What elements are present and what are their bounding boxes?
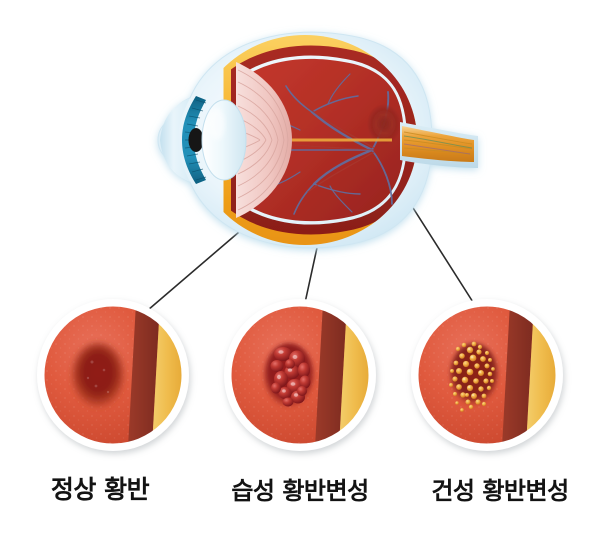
label-dry-amd-text: 건성 황반변성 bbox=[431, 476, 569, 505]
circle-labels-row: 정상 황반 습성 황반변성 건성 황반변성 bbox=[0, 466, 600, 510]
retina bbox=[231, 45, 417, 235]
wet-amd-lesion bbox=[264, 343, 314, 407]
macula-circle-normal bbox=[37, 299, 189, 451]
label-normal-macula-text: 정상 황반 bbox=[50, 475, 150, 504]
label-normal-macula: 정상 황반 bbox=[0, 466, 200, 510]
cornea bbox=[160, 98, 190, 182]
optic-nerve bbox=[400, 122, 478, 168]
label-wet-amd-text: 습성 황반변성 bbox=[231, 476, 369, 505]
pupil bbox=[188, 128, 204, 152]
macula-circle-wet bbox=[224, 299, 376, 451]
eye-cross-section bbox=[157, 31, 478, 249]
normal-macula-lesion bbox=[72, 343, 124, 409]
lens bbox=[201, 99, 247, 181]
dry-amd-lesion bbox=[449, 341, 498, 412]
lens-highlight bbox=[209, 108, 225, 140]
drusen-cluster bbox=[449, 341, 495, 412]
label-dry-amd: 건성 황반변성 bbox=[400, 466, 600, 510]
macula-circle-dry bbox=[411, 299, 563, 451]
retinal-vessels bbox=[263, 73, 393, 215]
anterior-segment bbox=[160, 96, 247, 184]
ciliary-body bbox=[236, 62, 292, 218]
fovea bbox=[378, 117, 390, 131]
label-wet-amd: 습성 황반변성 bbox=[200, 466, 400, 510]
